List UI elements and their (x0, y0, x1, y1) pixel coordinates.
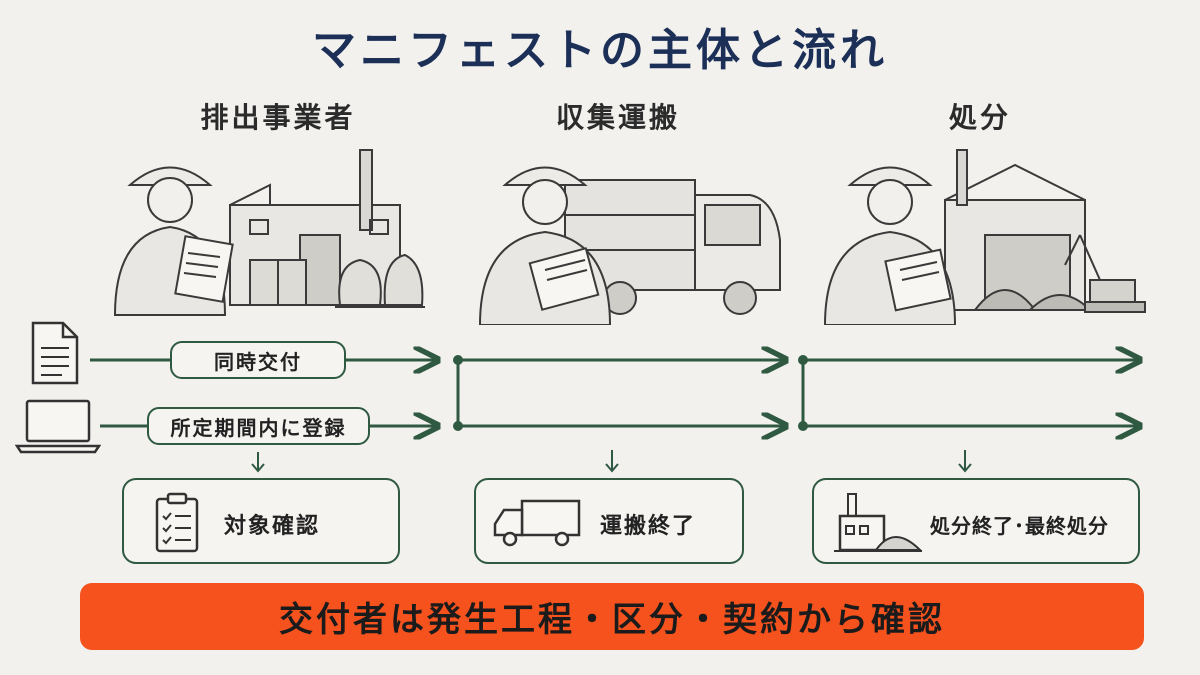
document-icon (31, 321, 79, 385)
status-label-confirm: 対象確認 (224, 514, 321, 539)
truck-icon (493, 499, 581, 547)
status-box-disposal-end: 処分終了･最終処分 (812, 478, 1140, 564)
transporter-illustration (478, 166, 781, 325)
checklist-icon (155, 492, 199, 553)
status-box-transport-end: 運搬終了 (474, 478, 744, 564)
summary-banner: 交付者は発生工程・区分・契約から確認 (80, 583, 1144, 650)
actor-label-generator: 排出事業者 (200, 101, 356, 134)
status-label-transport-end: 運搬終了 (600, 514, 697, 539)
actor-label-transporter: 収集運搬 (555, 101, 680, 134)
electronic-register-label: 所定期間内に登録 (147, 407, 370, 445)
laptop-icon (15, 399, 101, 454)
disposer-illustration (823, 149, 1146, 325)
generator-illustration (113, 149, 425, 316)
page-title: マニフェストの主体と流れ (312, 25, 888, 76)
status-label-disposal-end: 処分終了･最終処分 (930, 514, 1109, 538)
actor-label-disposer: 処分 (948, 101, 1011, 134)
status-box-confirm: 対象確認 (122, 478, 400, 564)
paper-delivery-label: 同時交付 (170, 341, 346, 379)
factory-icon (834, 493, 923, 552)
